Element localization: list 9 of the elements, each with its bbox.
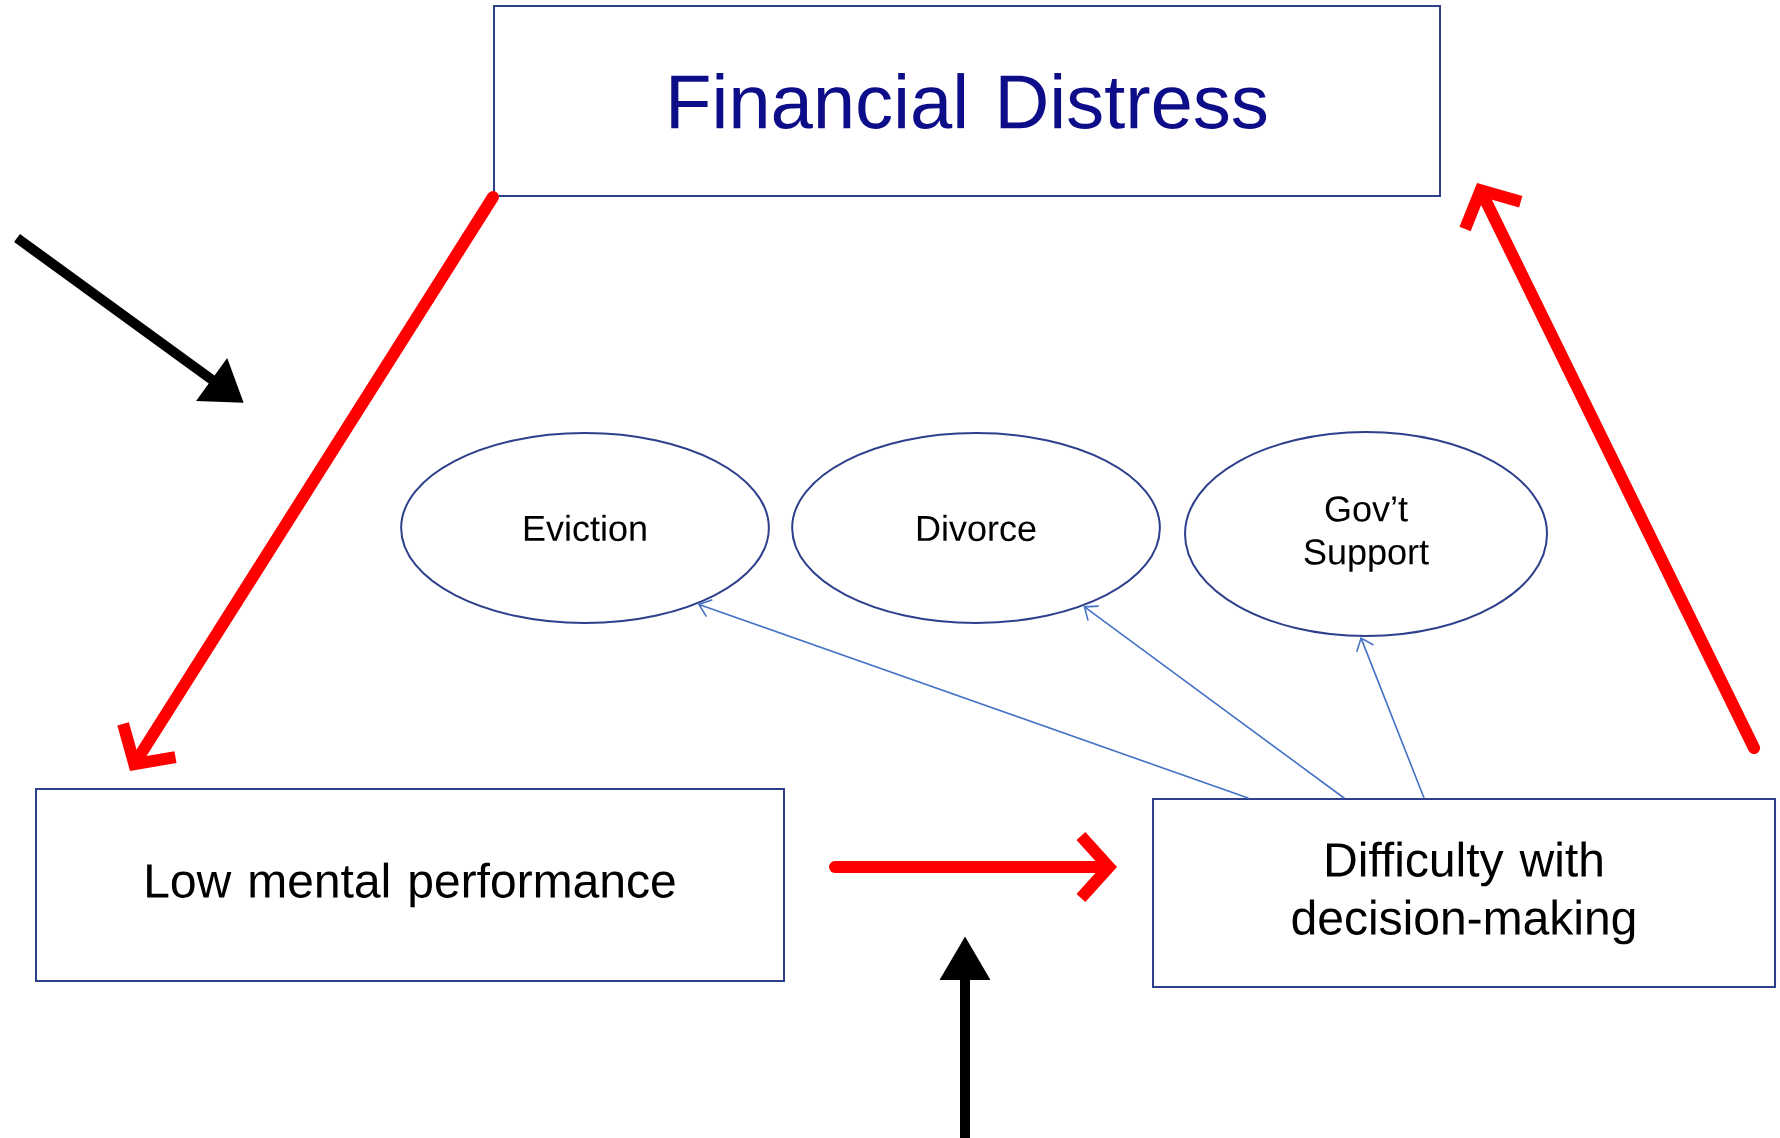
arrow	[697, 598, 1249, 799]
process-box: Financial Distress	[493, 5, 1441, 197]
process-box: Low mental performance	[35, 788, 785, 982]
arrow	[1459, 183, 1760, 754]
arrow	[829, 831, 1117, 902]
arrow	[117, 191, 499, 771]
arrow	[1083, 605, 1345, 799]
arrow	[1355, 636, 1425, 799]
process-box: Difficulty with decision-making	[1152, 798, 1776, 988]
